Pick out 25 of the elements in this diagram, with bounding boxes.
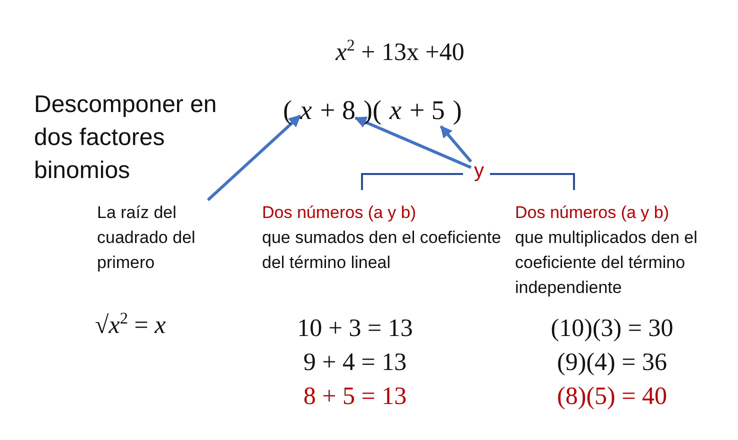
heading-text: Dos números (a y b) (515, 202, 670, 224)
math-symbol: x (389, 94, 402, 126)
description-text: que multiplicados den el coeficiente del término independiente (515, 227, 698, 299)
connector-label: y (471, 159, 487, 183)
math-symbol: )( (363, 94, 382, 126)
equation: 10 + 3 = 13 (297, 314, 413, 344)
title-text: Descomponer en dos factores binomios (34, 88, 244, 187)
equation: √x$^{2}$ = x (95, 311, 166, 341)
arrow (440, 125, 472, 163)
equation: (8)(5) = 40 (557, 382, 667, 412)
equation: (10)(3) = 30 (550, 314, 674, 344)
heading-text: Dos números (a y b) (262, 202, 417, 224)
description-text: La raíz del cuadrado del primero (97, 202, 196, 274)
equation: (9)(4) = 36 (557, 348, 667, 378)
math-symbol: ( (283, 94, 292, 126)
math-term: + 8 (320, 94, 356, 126)
math-term: x (300, 94, 312, 126)
arrow (354, 116, 472, 169)
expression: x$^{2}$ + 13x +40 (336, 38, 464, 68)
math-symbol: ) (452, 94, 462, 126)
equation: 9 + 4 = 13 (303, 348, 407, 378)
math-term: + 5 (409, 94, 445, 126)
equation: 8 + 5 = 13 (303, 382, 407, 412)
description-text: que sumados den el coeficiente del término lineal (262, 227, 502, 274)
arrow (206, 114, 302, 202)
